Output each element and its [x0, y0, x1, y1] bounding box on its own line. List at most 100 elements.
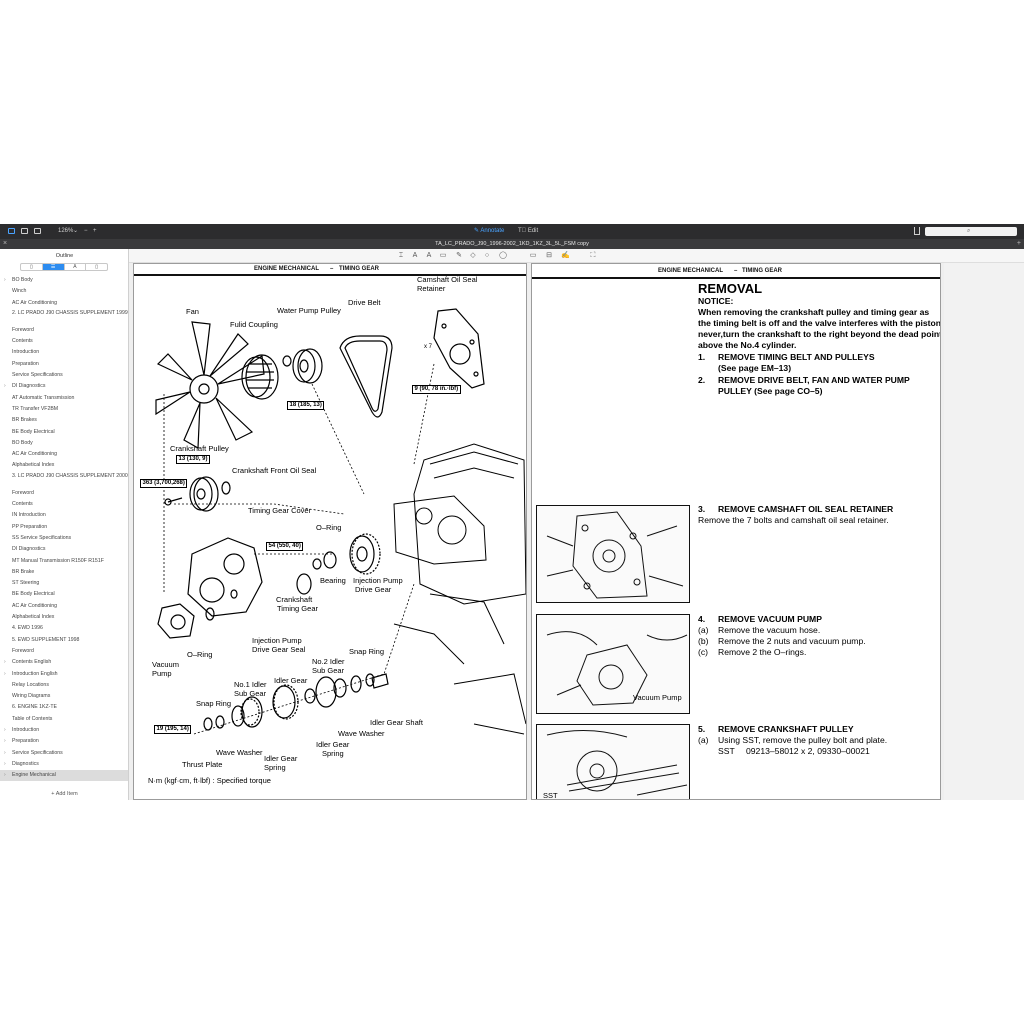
text-color-icon[interactable]: A [426, 252, 432, 259]
add-item-button[interactable]: + Add Item [51, 791, 78, 797]
sidebar-item[interactable]: AC Air Conditioning [0, 449, 128, 460]
bookmarks-view-icon[interactable]: ▯ [95, 264, 98, 270]
chevron-right-icon[interactable]: › [4, 383, 6, 390]
sidebar-item[interactable]: 5. EWD SUPPLEMENT 1998 [0, 635, 128, 646]
document-canvas[interactable]: ENGINE MECHANICAL – TIMING GEAR [129, 263, 1024, 800]
chevron-right-icon[interactable]: › [4, 760, 6, 767]
sidebar-item[interactable]: AT Automatic Transmission [0, 393, 128, 404]
water-pump-pulley-drawing [282, 348, 323, 384]
page-layout-icon[interactable] [34, 228, 41, 234]
sidebar-item[interactable]: BR Brake [0, 567, 128, 578]
sidebar-item[interactable]: BO Body [0, 438, 128, 449]
label-injection-pump-seal-2: Drive Gear Seal [252, 645, 306, 654]
outline-view-icon[interactable]: ☰ [42, 264, 65, 270]
step4-a-marker: (a) [698, 625, 709, 635]
edit-tab[interactable]: T⃒ Edit [518, 227, 538, 236]
sidebar-item-label: Introduction English [12, 670, 58, 677]
sidebar-item[interactable]: ›Service Specifications [0, 748, 128, 759]
sidebar-item[interactable]: Alphabetical Index [0, 612, 128, 623]
sidebar-item[interactable]: DI Diagnostics [0, 544, 128, 555]
sidebar-item[interactable]: Foreword [0, 488, 128, 499]
lasso-icon[interactable]: ○ [484, 252, 490, 259]
page-header-dash: – [330, 266, 334, 272]
sidebar-item[interactable]: Table of Contents [0, 714, 128, 725]
crop-icon[interactable]: ⛶ [590, 252, 596, 259]
sidebar-item[interactable]: Introduction [0, 347, 128, 358]
photo-vacuum-pump-drawing [546, 631, 688, 706]
torque-9: 9 (90, 78 in.·lbf) [412, 385, 461, 394]
sidebar-item[interactable]: 6. ENGINE 1KZ-TE [0, 702, 128, 713]
sidebar-item[interactable]: BE Body Electrical [0, 589, 128, 600]
sidebar-item[interactable]: ST Steering [0, 578, 128, 589]
sidebar-item[interactable]: ›DI Diagnostics [0, 381, 128, 392]
sidebar-item[interactable]: Contents [0, 499, 128, 510]
exploded-view-diagram [155, 308, 526, 735]
chevron-right-icon[interactable]: › [4, 726, 6, 733]
comment-icon[interactable]: ▭ [529, 252, 537, 259]
sidebar-item[interactable]: › Introduction English [0, 669, 128, 680]
sidebar-item[interactable]: ›Engine Mechanical [0, 770, 128, 782]
zoom-level[interactable]: 126% [58, 228, 74, 234]
annotate-tab[interactable]: ✎ Annotate [474, 227, 504, 236]
chevron-right-icon[interactable]: › [4, 670, 6, 677]
chevron-right-icon[interactable]: › [4, 772, 6, 779]
eraser-icon[interactable]: ◇ [470, 252, 476, 259]
chevron-down-icon[interactable]: ⌄ [73, 228, 79, 234]
sidebar-item-label: Contents English [12, 659, 52, 666]
sidebar-item[interactable]: SS Service Specifications [0, 533, 128, 544]
sidebar-item[interactable]: Service Specifications [0, 370, 128, 381]
photo-crankshaft-pulley: SST [536, 724, 690, 799]
sidebar-toggle-icon[interactable] [8, 228, 15, 234]
close-icon[interactable]: × [3, 240, 8, 247]
pencil-icon[interactable]: ✎ [456, 252, 462, 259]
sidebar-item[interactable]: Wiring Diagrams [0, 691, 128, 702]
search-input[interactable]: ⌕ [925, 227, 1017, 236]
sidebar-item[interactable]: Contents [0, 336, 128, 347]
injection-pump-gear-drawing [312, 533, 381, 575]
photo-vacuum-pump: Vacuum Pump [536, 614, 690, 714]
sidebar-item[interactable]: Alphabetical Index [0, 460, 128, 471]
sidebar-item[interactable]: TR Transfer VF2BM [0, 404, 128, 415]
sidebar-item[interactable]: Foreword [0, 646, 128, 657]
new-tab-icon[interactable]: + [1016, 240, 1021, 247]
sidebar-item[interactable]: ›BO Body [0, 275, 128, 286]
sidebar-item[interactable]: BR Brakes [0, 415, 128, 426]
page-header-topic: TIMING GEAR [339, 266, 379, 272]
chevron-right-icon[interactable]: › [4, 738, 6, 745]
shape-icon[interactable]: ◯ [499, 252, 507, 259]
sidebar-item[interactable]: Relay Locations [0, 680, 128, 691]
sidebar-item[interactable]: Winch [0, 286, 128, 297]
signature-icon[interactable]: ✍ [561, 252, 570, 259]
zoom-in-button[interactable]: + [93, 228, 97, 234]
sidebar-item[interactable]: 3. LC PRADO J90 CHASSIS SUPPLEMENT 2000 [0, 472, 128, 488]
chevron-right-icon[interactable]: › [4, 659, 6, 666]
sidebar-item[interactable]: 2. LC PRADO J90 CHASSIS SUPPLEMENT 1999 [0, 309, 128, 325]
sidebar-item[interactable]: 4. EWD 1996 [0, 623, 128, 634]
sidebar-item[interactable]: ›Introduction [0, 725, 128, 736]
text-icon: T⃒ [518, 228, 528, 234]
label-no1-idler-1: No.1 Idler [234, 680, 267, 689]
sidebar-item[interactable]: AC Air Conditioning [0, 601, 128, 612]
sidebar-item[interactable]: MT Manual Transmission R150F R151F [0, 556, 128, 567]
sidebar-item[interactable]: Foreword [0, 325, 128, 336]
annotations-view-icon[interactable]: A [65, 264, 87, 270]
chevron-right-icon[interactable]: › [4, 749, 6, 756]
sidebar-item[interactable]: Preparation [0, 359, 128, 370]
sidebar-item[interactable]: IN Introduction [0, 510, 128, 521]
chevron-right-icon[interactable]: › [4, 277, 6, 283]
sidebar-item[interactable]: ›Preparation [0, 736, 128, 747]
sidebar-item[interactable]: PP Preparation [0, 522, 128, 533]
highlight-icon[interactable]: A [412, 252, 418, 259]
sidebar-item[interactable]: ›Diagnostics [0, 759, 128, 770]
text-select-icon[interactable]: ⌶ [398, 252, 404, 259]
zoom-out-button[interactable]: − [84, 228, 88, 234]
sidebar-item[interactable]: › Contents English [0, 657, 128, 668]
thumbnail-grid-icon[interactable] [21, 228, 28, 234]
page-view-icon[interactable]: ▯ [21, 264, 43, 270]
text-box-icon[interactable]: ⊟ [546, 252, 552, 259]
sidebar-item[interactable]: AC Air Conditioning [0, 298, 128, 309]
step3-number: 3. [698, 504, 706, 514]
share-icon[interactable] [914, 227, 920, 235]
sidebar-item[interactable]: BE Body Electrical [0, 427, 128, 438]
note-icon[interactable]: ▭ [439, 252, 447, 259]
